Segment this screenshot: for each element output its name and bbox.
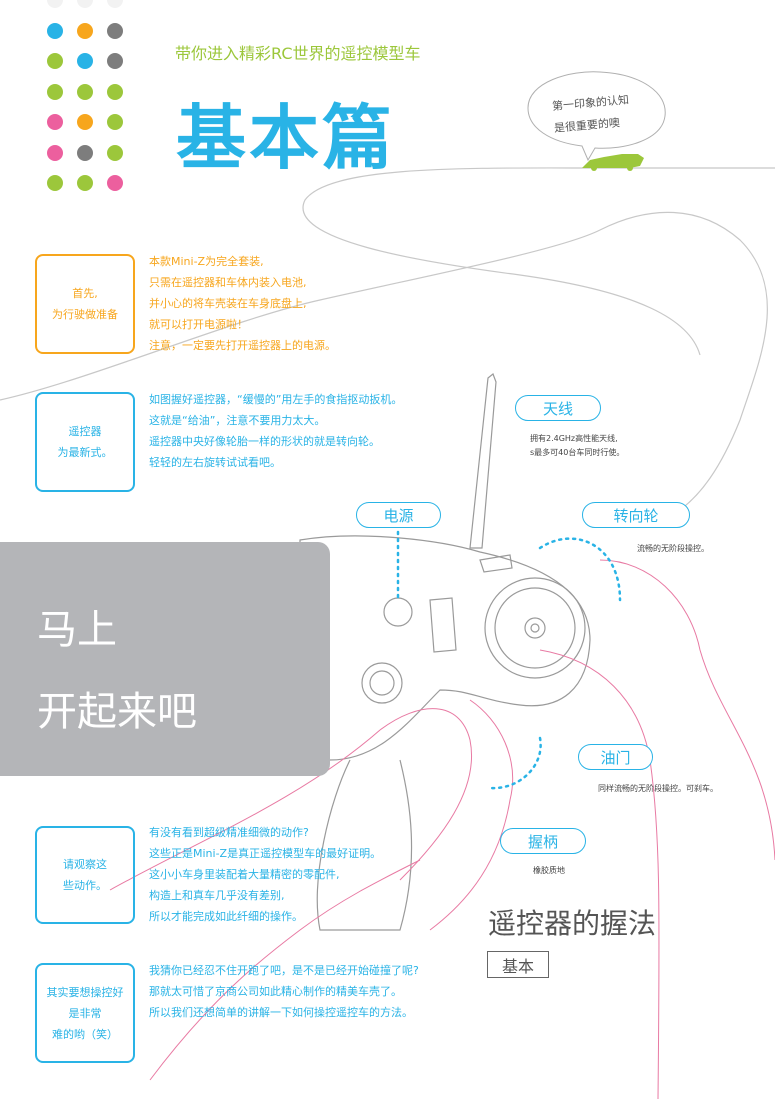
box-line: 是非常	[68, 1006, 102, 1020]
throttle-note: 同样流畅的无阶段操控。可刹车。	[598, 782, 718, 796]
box-line: 遥控器	[68, 425, 102, 438]
steering-label-text: 转向轮	[613, 506, 659, 525]
decorative-dot	[107, 22, 123, 39]
antenna-label: 天线	[515, 395, 601, 421]
decorative-dot	[107, 53, 123, 69]
decorative-dot	[107, 0, 123, 8]
text-line: 本款Mini-Z为完全套装,	[149, 255, 264, 268]
decorative-dot	[107, 175, 123, 191]
transmitter-text: 如图握好遥控器，“缓慢的”用左手的食指抠动扳机。 这就是“给油”，注意不要用力太…	[149, 389, 402, 473]
text-line: 就可以打开电源啦！	[149, 318, 248, 331]
text-line: 轻轻的左右旋转试试看吧。	[149, 456, 281, 469]
note-line: 橡胶质地	[533, 866, 565, 875]
difficulty-box: 其实要想操控好 是非常 难的哟（笑）	[35, 963, 135, 1063]
decorative-dot	[47, 53, 63, 69]
decorative-dot	[47, 83, 63, 100]
text-line: 注意，一定要先打开遥控器上的电源。	[149, 339, 336, 352]
observe-text: 有没有看到超级精准细微的动作? 这些正是Mini-Z是真正遥控模型车的最好证明。…	[149, 822, 381, 927]
note-line: s最多可40台车同时行使。	[530, 448, 625, 457]
decorative-dot	[77, 144, 93, 161]
antenna-label-text: 天线	[542, 399, 573, 418]
decorative-dot	[77, 83, 93, 100]
speech-bubble-text: 第一印象的认知 是很重要的噢	[551, 88, 644, 140]
decorative-dot	[77, 175, 93, 191]
page-title: 基本篇	[176, 97, 395, 179]
decorative-dot	[47, 175, 63, 191]
steering-label: 转向轮	[582, 502, 690, 528]
text-line: 并小心的将车壳装在车身底盘上,	[149, 297, 307, 310]
decorative-dot	[47, 22, 63, 39]
text-line: 遥控器中央好像轮胎一样的形状的就是转向轮。	[149, 435, 380, 448]
note-line: 流畅的无阶段操控。	[637, 544, 709, 553]
text-line: 这些正是Mini-Z是真正遥控模型车的最好证明。	[149, 847, 382, 860]
box-line: 些动作。	[63, 879, 107, 892]
decorative-dot	[77, 0, 93, 8]
box-line: 难的哟（笑）	[52, 1027, 118, 1041]
text-line: 所以我们还想简单的讲解一下如何操控遥控车的方法。	[149, 1006, 413, 1019]
steering-note: 流畅的无阶段操控。	[637, 542, 709, 556]
decorative-dot	[77, 114, 93, 130]
decorative-dot	[47, 0, 63, 8]
text-line: 如图握好遥控器，“缓慢的”用左手的食指抠动扳机。	[149, 393, 403, 406]
text-line: 这就是“给油”，注意不要用力太大。	[149, 414, 326, 427]
decorative-dot	[107, 114, 123, 130]
antenna-note: 拥有2.4GHz高性能天线, s最多可40台车同时行使。	[530, 432, 624, 460]
decorative-dot	[77, 22, 93, 39]
decorative-dot	[107, 83, 123, 100]
text-line: 只需在遥控器和车体内装入电池,	[149, 276, 307, 289]
panel-line: 开起来吧	[37, 689, 197, 735]
grip-section-tag: 基本	[487, 951, 549, 978]
lets-drive-panel: 马上 开起来吧	[0, 542, 330, 776]
box-line: 首先,	[72, 287, 98, 300]
page-subtitle: 带你进入精彩RC世界的遥控模型车	[175, 44, 421, 63]
text-line: 所以才能完成如此纤细的操作。	[149, 910, 303, 923]
transmitter-box: 遥控器 为最新式。	[35, 392, 135, 492]
panel-line: 马上	[37, 607, 117, 653]
decorative-dot	[107, 144, 123, 161]
decorative-dot	[47, 144, 63, 161]
intro-text: 本款Mini-Z为完全套装, 只需在遥控器和车体内装入电池, 并小心的将车壳装在…	[149, 251, 336, 356]
grip-label: 握柄	[500, 828, 586, 854]
box-line: 为最新式。	[57, 446, 113, 459]
decorative-dot	[77, 53, 93, 69]
power-label-text: 电源	[383, 506, 414, 525]
text-line: 那就太可惜了京商公司如此精心制作的精美车壳了。	[149, 985, 402, 998]
grip-section-tag-text: 基本	[501, 956, 534, 976]
box-line: 为行驶做准备	[52, 308, 118, 321]
box-line: 其实要想操控好	[46, 985, 124, 999]
throttle-label-text: 油门	[600, 748, 631, 767]
text-line: 我猜你已经忍不住开跑了吧，是不是已经开始碰撞了呢?	[149, 964, 419, 977]
throttle-label: 油门	[578, 744, 653, 770]
grip-section-title: 遥控器的握法	[488, 907, 657, 940]
text-line: 有没有看到超级精准细微的动作?	[149, 826, 309, 839]
text-line: 构造上和真车几乎没有差别,	[149, 889, 285, 902]
text-line: 这小小车身里装配着大量精密的零配件,	[149, 868, 340, 881]
grip-note: 橡胶质地	[533, 864, 565, 878]
note-line: 同样流畅的无阶段操控。可刹车。	[598, 784, 718, 793]
intro-box: 首先, 为行驶做准备	[35, 254, 135, 354]
note-line: 拥有2.4GHz高性能天线,	[530, 434, 618, 443]
difficulty-text: 我猜你已经忍不住开跑了吧，是不是已经开始碰撞了呢? 那就太可惜了京商公司如此精心…	[149, 960, 419, 1023]
grip-label-text: 握柄	[527, 832, 558, 851]
power-label: 电源	[356, 502, 441, 528]
box-line: 请观察这	[63, 858, 107, 871]
decorative-dot	[47, 114, 63, 130]
observe-box: 请观察这 些动作。	[35, 826, 135, 924]
